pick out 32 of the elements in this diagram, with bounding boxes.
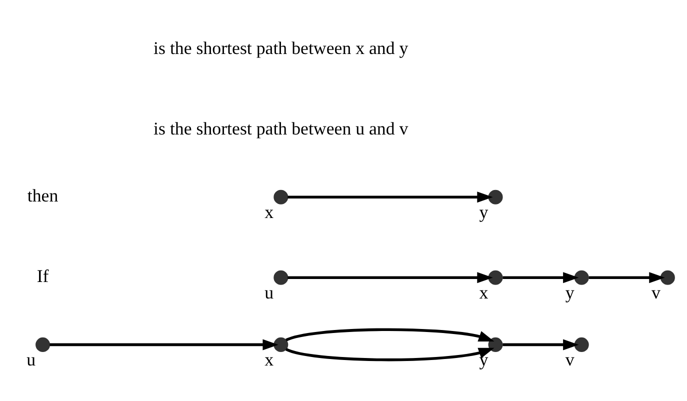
label: If bbox=[36, 266, 49, 286]
node-label: u bbox=[264, 282, 274, 303]
arrow bbox=[286, 348, 494, 362]
arrow bbox=[288, 192, 493, 203]
node-circle bbox=[274, 270, 288, 285]
node-label: x bbox=[264, 202, 274, 222]
node-label: u bbox=[26, 350, 36, 370]
node-circle bbox=[660, 270, 675, 285]
node-circle bbox=[574, 270, 589, 285]
node-label: x bbox=[479, 282, 488, 303]
arrow bbox=[588, 272, 665, 284]
arrow bbox=[50, 339, 278, 350]
node-circle bbox=[274, 337, 288, 352]
node-label: v bbox=[565, 350, 574, 370]
arrow bbox=[288, 272, 493, 284]
arrow bbox=[502, 339, 579, 350]
label: then bbox=[27, 185, 58, 206]
node-label: y bbox=[565, 282, 574, 303]
label: is the shortest path between x and y bbox=[154, 38, 408, 58]
node-circle bbox=[574, 337, 589, 352]
node-circle bbox=[488, 337, 503, 352]
node-circle bbox=[274, 190, 288, 204]
node-label: v bbox=[651, 282, 660, 303]
node-label: x bbox=[264, 350, 274, 370]
node-label: y bbox=[479, 202, 488, 222]
label: is the shortest path between u and v bbox=[154, 118, 408, 138]
node-label: y bbox=[479, 350, 488, 370]
node-circle bbox=[488, 190, 503, 204]
arrow bbox=[502, 272, 579, 284]
arrow bbox=[286, 328, 494, 342]
node-circle bbox=[488, 270, 503, 285]
node-circle bbox=[36, 337, 50, 352]
